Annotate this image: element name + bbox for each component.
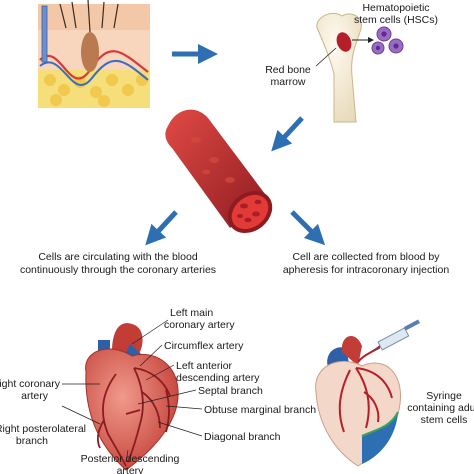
coronary-vessels [97, 367, 171, 467]
posterior-label-line1: Posterior descending [81, 453, 180, 465]
injected-region [362, 412, 398, 464]
heart-anatomy-illustration [61, 319, 203, 471]
posterolateral-label-line2: branch [16, 435, 48, 447]
heart-injection-illustration [315, 319, 421, 467]
small-heart-aorta [341, 335, 362, 366]
syringe-label-line3: stem cells [421, 414, 468, 426]
syringe-label-line2: containing adult [407, 402, 474, 414]
heart-body [85, 348, 179, 471]
apheresis-caption-line1: Cell are collected from blood by [292, 251, 440, 263]
lad-label-line2: descending artery [176, 372, 260, 384]
circumflex-path [133, 367, 171, 397]
blood-cells [237, 199, 262, 223]
posterolateral-path [97, 419, 105, 449]
heart-leader-lines [61, 319, 203, 463]
right-coronary-label-line2: artery [21, 390, 49, 402]
arrow-vessel-to-circulating [145, 210, 178, 246]
marrow-label-line1: Red bone [265, 64, 311, 76]
diagonal-label: Diagonal branch [204, 431, 281, 443]
bone-illustration [315, 12, 404, 123]
fat-cells [44, 74, 148, 107]
marrow-label-line2: marrow [270, 76, 305, 88]
blood-vessel-illustration [165, 109, 273, 234]
red-bone-marrow [336, 32, 352, 52]
catheter-line [357, 345, 381, 363]
right-coronary-label-line1: Right coronary [0, 378, 61, 390]
obtuse-label: Obtuse marginal branch [204, 404, 316, 416]
obtuse-marginal-path [165, 389, 170, 433]
right-coronary-path [102, 373, 127, 467]
septal-path [125, 409, 141, 415]
hair-follicle [81, 32, 99, 72]
skin-epidermis [38, 4, 150, 30]
arrow-vessel-to-apheresis [290, 210, 326, 246]
left-main-label-line2: coronary artery [164, 319, 235, 331]
hsc-label-line2: stem cells (HSCs) [354, 14, 438, 26]
injected-region-edge [361, 411, 399, 437]
lad-path [127, 367, 144, 463]
apheresis-caption-line2: apheresis for intracoronary injection [283, 264, 449, 276]
hair-strands [59, 0, 119, 33]
needle-icon [41, 5, 48, 63]
skin-vein [39, 59, 149, 86]
left-main-label-line1: Left main [170, 307, 213, 319]
syringe-label-line1: Syringe [426, 390, 462, 402]
posterolateral-label-line1: Right posterolateral [0, 423, 86, 435]
femur-bone [316, 12, 362, 123]
lad-label-line1: Left anterior [176, 360, 233, 372]
syringe-icon [371, 319, 421, 353]
posterior-label-line2: artery [117, 465, 145, 474]
circulating-caption-line1: Cells are circulating with the blood [38, 251, 197, 263]
marrow-pointer [315, 47, 337, 67]
septal-label: Septal branch [198, 385, 263, 397]
skin-section-illustration [38, 0, 150, 108]
vessel-texture [191, 137, 235, 183]
small-heart-body [315, 360, 402, 467]
hsc-cells [371, 26, 404, 55]
circumflex-label: Circumflex artery [164, 340, 244, 352]
circulating-caption-line2: continuously through the coronary arteri… [20, 264, 216, 276]
diagonal-path [141, 391, 161, 429]
arrow-bone-to-vessel [271, 116, 304, 152]
hsc-label-line1: Hematopoietic [362, 2, 429, 14]
small-heart-vessels [338, 367, 393, 433]
hsc-pointer-head [368, 37, 374, 43]
